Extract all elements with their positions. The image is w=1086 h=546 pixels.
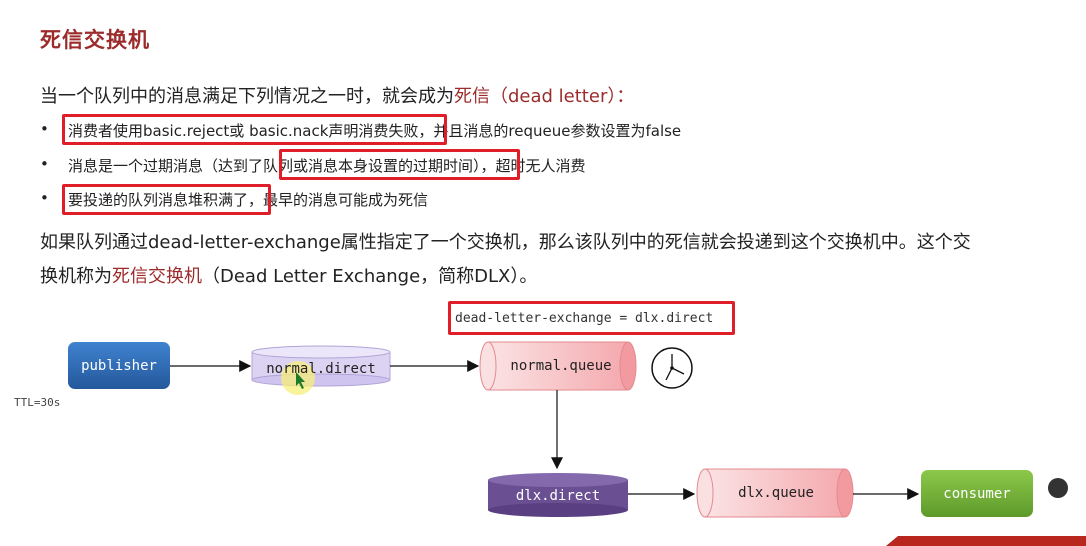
corner-banner: [886, 536, 1086, 546]
normal-queue-node: normal.queue: [479, 341, 637, 391]
highlight-box-dlx-setting: [448, 301, 735, 335]
dlx-queue-label: dlx.queue: [738, 485, 814, 501]
highlight-box-queue-full: [62, 184, 271, 215]
page-title: 死信交换机: [40, 28, 150, 52]
normal-exchange-node: normal.direct: [251, 345, 391, 395]
normal-queue-label: normal.queue: [510, 358, 611, 374]
bullet-dot: •: [40, 155, 49, 173]
intro-text: 当一个队列中的消息满足下列情况之一时，就会成为死信（dead letter）：: [40, 82, 634, 108]
bullet-text: 要投递的队列消息堆积满了，最早的消息可能成为死信: [68, 191, 429, 209]
dlx-highlight: 死信交换机: [112, 266, 202, 287]
bullet-dot: •: [40, 120, 49, 138]
highlight-box-expire: [279, 149, 520, 180]
dlx-setting-label: dead-letter-exchange = dlx.direct: [455, 311, 714, 326]
bullet-text: 消息是一个过期消息（达到了队列或消息本身设置的过期时间），超时无人消费: [68, 157, 586, 175]
publisher-label: publisher: [81, 358, 157, 374]
consumer-label: consumer: [943, 486, 1010, 502]
paragraph-line-2: 换机称为死信交换机（Dead Letter Exchange，简称DLX）。: [40, 262, 537, 288]
dlx-queue-node: dlx.queue: [696, 468, 854, 518]
consumer-node: consumer: [921, 470, 1033, 517]
paragraph-line-1: 如果队列通过dead-letter-exchange属性指定了一个交换机，那么该…: [40, 232, 971, 253]
bullet-dot: •: [40, 189, 49, 207]
paragraph-line-2-pre: 换机称为: [40, 266, 112, 287]
bullet-text: 消费者使用basic.reject或 basic.nack声明消费失败，并且消息…: [68, 122, 682, 140]
intro-highlight: 死信（dead letter）：: [454, 86, 635, 107]
dlx-exchange-label: dlx.direct: [516, 488, 600, 504]
clock-icon: [651, 347, 693, 389]
pointer-dot-icon: [1048, 478, 1068, 498]
normal-exchange-label: normal.direct: [266, 361, 376, 377]
dlx-exchange-node: dlx.direct: [488, 473, 628, 517]
paragraph-line-2-post: （Dead Letter Exchange，简称DLX）。: [202, 266, 538, 287]
cursor-icon: [296, 372, 305, 389]
ttl-label: TTL=30s: [14, 396, 61, 409]
highlight-box-consumer-fail: [62, 114, 447, 145]
publisher-node: publisher: [68, 342, 170, 389]
intro-main: 当一个队列中的消息满足下列情况之一时，就会成为: [40, 86, 454, 107]
